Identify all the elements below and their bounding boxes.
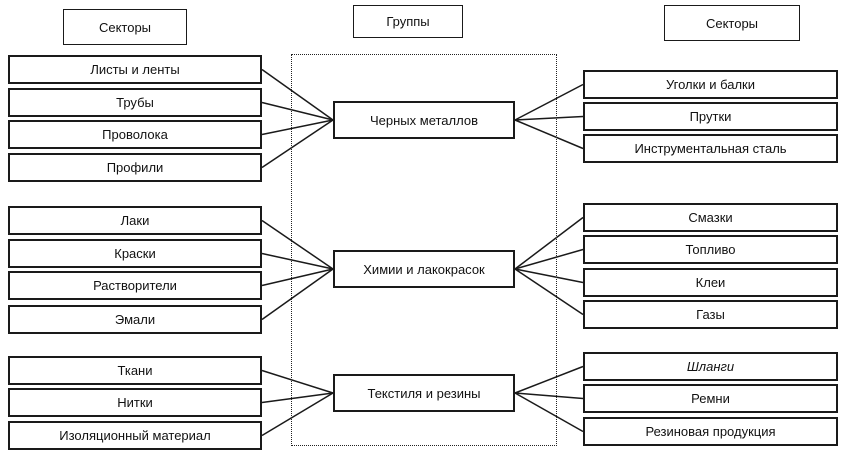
right-sector-box: Резиновая продукция — [583, 417, 838, 446]
right-sector-box: Газы — [583, 300, 838, 329]
header-right-sectors: Секторы — [664, 5, 800, 41]
connector-line — [261, 369, 334, 394]
group-textiles-rubber: Текстиля и резины — [333, 374, 515, 412]
connector-line — [514, 83, 584, 121]
connector-line — [514, 392, 584, 400]
connector-line — [261, 252, 334, 270]
right-sector-box: Ремни — [583, 384, 838, 413]
connector-line — [514, 268, 584, 316]
connector-line — [514, 248, 584, 270]
right-sector-box: Шланги — [583, 352, 838, 381]
connector-line — [261, 268, 334, 287]
left-sector-box: Нитки — [8, 388, 262, 417]
left-sector-box: Лаки — [8, 206, 262, 235]
group-chemicals-paints: Химии и лакокрасок — [333, 250, 515, 288]
right-sector-box: Уголки и балки — [583, 70, 838, 99]
left-sector-box: Изоляционный материал — [8, 421, 262, 450]
connector-line — [261, 392, 334, 404]
connector-line — [261, 219, 334, 270]
left-sector-box: Краски — [8, 239, 262, 268]
connector-line — [261, 119, 334, 136]
connector-line — [261, 268, 334, 321]
connector-line — [514, 216, 584, 270]
left-sector-box: Проволока — [8, 120, 262, 149]
connector-line — [514, 115, 584, 121]
connector-line — [261, 392, 334, 437]
left-sector-box: Профили — [8, 153, 262, 182]
left-sector-box: Трубы — [8, 88, 262, 117]
groups-dotted-frame — [291, 54, 557, 446]
group-ferrous-metals: Черных металлов — [333, 101, 515, 139]
right-sector-box: Топливо — [583, 235, 838, 264]
connector-line — [514, 392, 584, 433]
right-sector-box: Инструментальная сталь — [583, 134, 838, 163]
header-center-groups: Группы — [353, 5, 463, 38]
connector-line — [514, 268, 584, 284]
connector-line — [261, 101, 334, 121]
left-sector-box: Ткани — [8, 356, 262, 385]
right-sector-box: Клеи — [583, 268, 838, 297]
connector-line — [261, 119, 334, 169]
header-left-sectors: Секторы — [63, 9, 187, 45]
left-sector-box: Растворители — [8, 271, 262, 300]
right-sector-box: Прутки — [583, 102, 838, 131]
left-sector-box: Листы и ленты — [8, 55, 262, 84]
connector-line — [261, 68, 334, 121]
connector-line — [514, 365, 584, 394]
connector-line — [514, 119, 584, 150]
right-sector-box: Смазки — [583, 203, 838, 232]
left-sector-box: Эмали — [8, 305, 262, 334]
